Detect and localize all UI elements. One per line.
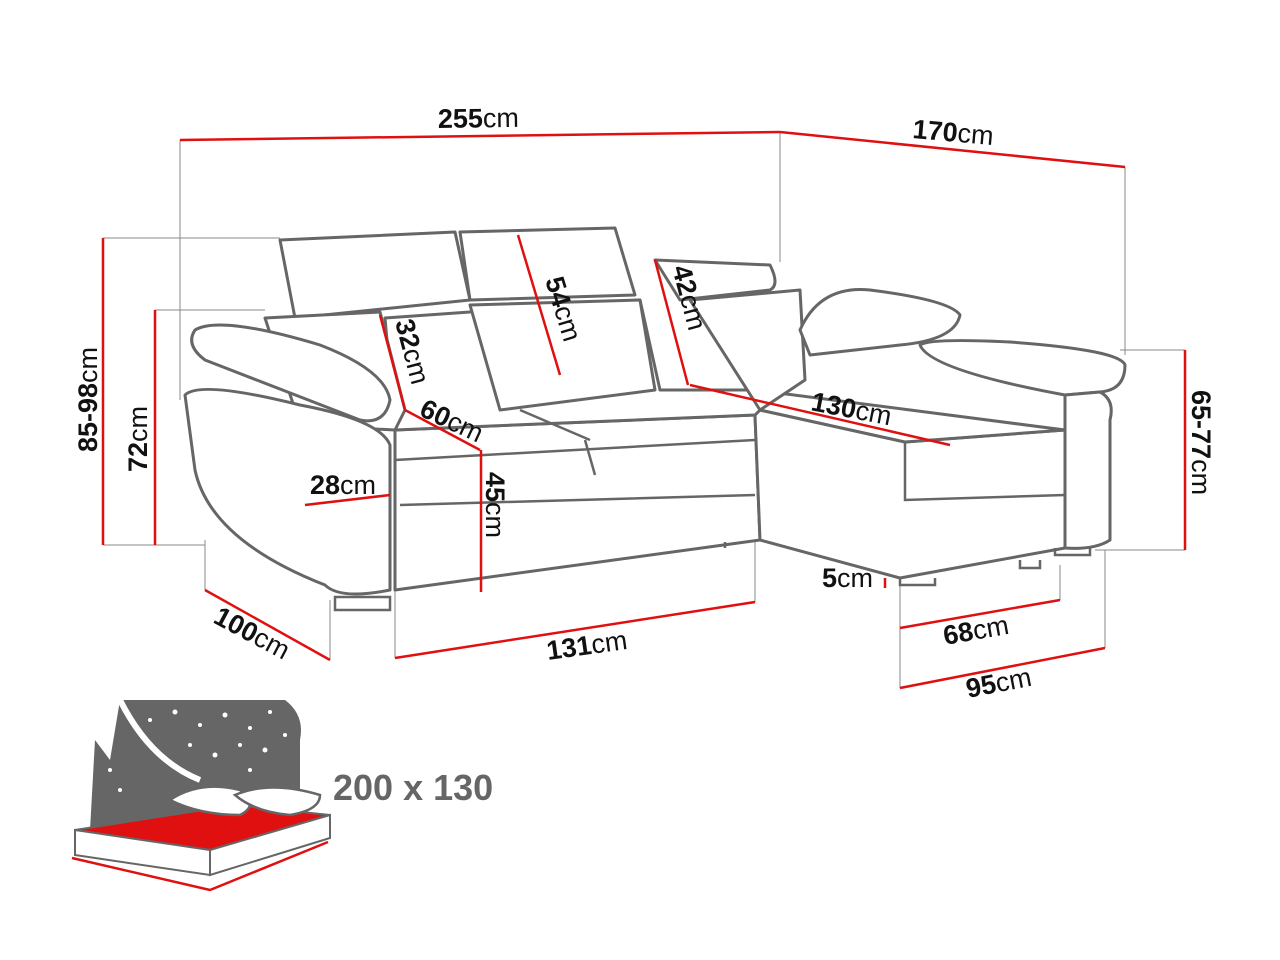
dim-line-255 <box>179 130 781 142</box>
dim-line-131 <box>394 600 756 660</box>
label-chaise-headrest: 42cm <box>666 262 712 334</box>
label-chaise-seat: 130cm <box>809 386 894 431</box>
label-leg-height: 5cm <box>822 563 873 593</box>
dim-line-28 <box>304 493 391 507</box>
bed-size-label: 200 x 130 <box>333 767 493 808</box>
sofa-bed-icon: 200 x 130 <box>71 698 493 892</box>
label-seat-width: 131cm <box>545 625 629 666</box>
label-armrest-height: 72cm <box>123 406 153 472</box>
label-height-range: 85-98cm <box>73 347 103 452</box>
label-chaise-length: 170cm <box>911 114 994 151</box>
dim-line-95 <box>899 646 1106 690</box>
label-chaise-height-range: 65-77cm <box>1186 390 1216 495</box>
label-chaise-inner: 68cm <box>941 610 1011 651</box>
label-total-width: 255cm <box>438 103 519 134</box>
sofa-drawing <box>183 226 1127 612</box>
label-depth: 100cm <box>209 601 295 666</box>
dim-line-130 <box>689 383 951 447</box>
dim-line-42 <box>653 259 690 386</box>
dimension-lines <box>101 130 1187 690</box>
dim-line-54 <box>516 234 562 376</box>
label-chaise-width: 95cm <box>963 662 1034 704</box>
dim-line-68 <box>899 598 1061 630</box>
dim-line-60 <box>404 408 481 452</box>
label-armrest-width: 28cm <box>310 470 376 500</box>
label-seat-height: 45cm <box>480 472 510 538</box>
dimension-labels: 255cm 170cm 85-98cm 72cm 65-77cm 32cm 54… <box>73 103 1216 704</box>
dim-line-32 <box>378 314 407 411</box>
dim-line-170 <box>779 130 1126 169</box>
dim-line-100 <box>204 588 331 662</box>
